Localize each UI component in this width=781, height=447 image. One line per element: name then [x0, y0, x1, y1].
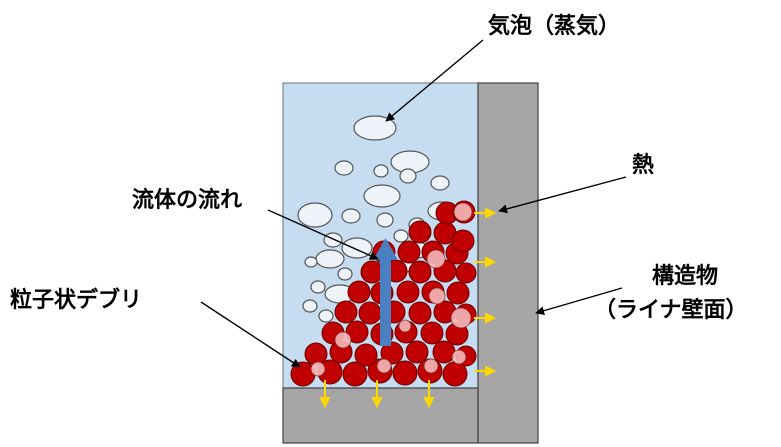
- structure-label-line2: （ライナ壁面）: [594, 298, 748, 323]
- debris-label: 粒子状デブリ: [10, 288, 143, 313]
- debris-leader: [200, 301, 301, 368]
- heat-arrows-floor: [319, 380, 435, 409]
- heat-arrows-wall: [474, 207, 497, 377]
- flow-label: 流体の流れ: [132, 188, 243, 213]
- flow-arrow: [373, 238, 398, 346]
- floor-base: [282, 387, 479, 444]
- heat-label: 熱: [632, 153, 655, 178]
- particle-highlights: [310, 202, 473, 377]
- bubble-leader: [385, 39, 484, 122]
- heat-leader: [498, 176, 627, 214]
- structure-leader: [535, 287, 623, 316]
- flow-leader: [267, 209, 379, 260]
- leader-lines: [200, 39, 627, 368]
- structure-label-line1: 構造物: [652, 264, 719, 289]
- bubble-label: 気泡（蒸気）: [488, 14, 621, 39]
